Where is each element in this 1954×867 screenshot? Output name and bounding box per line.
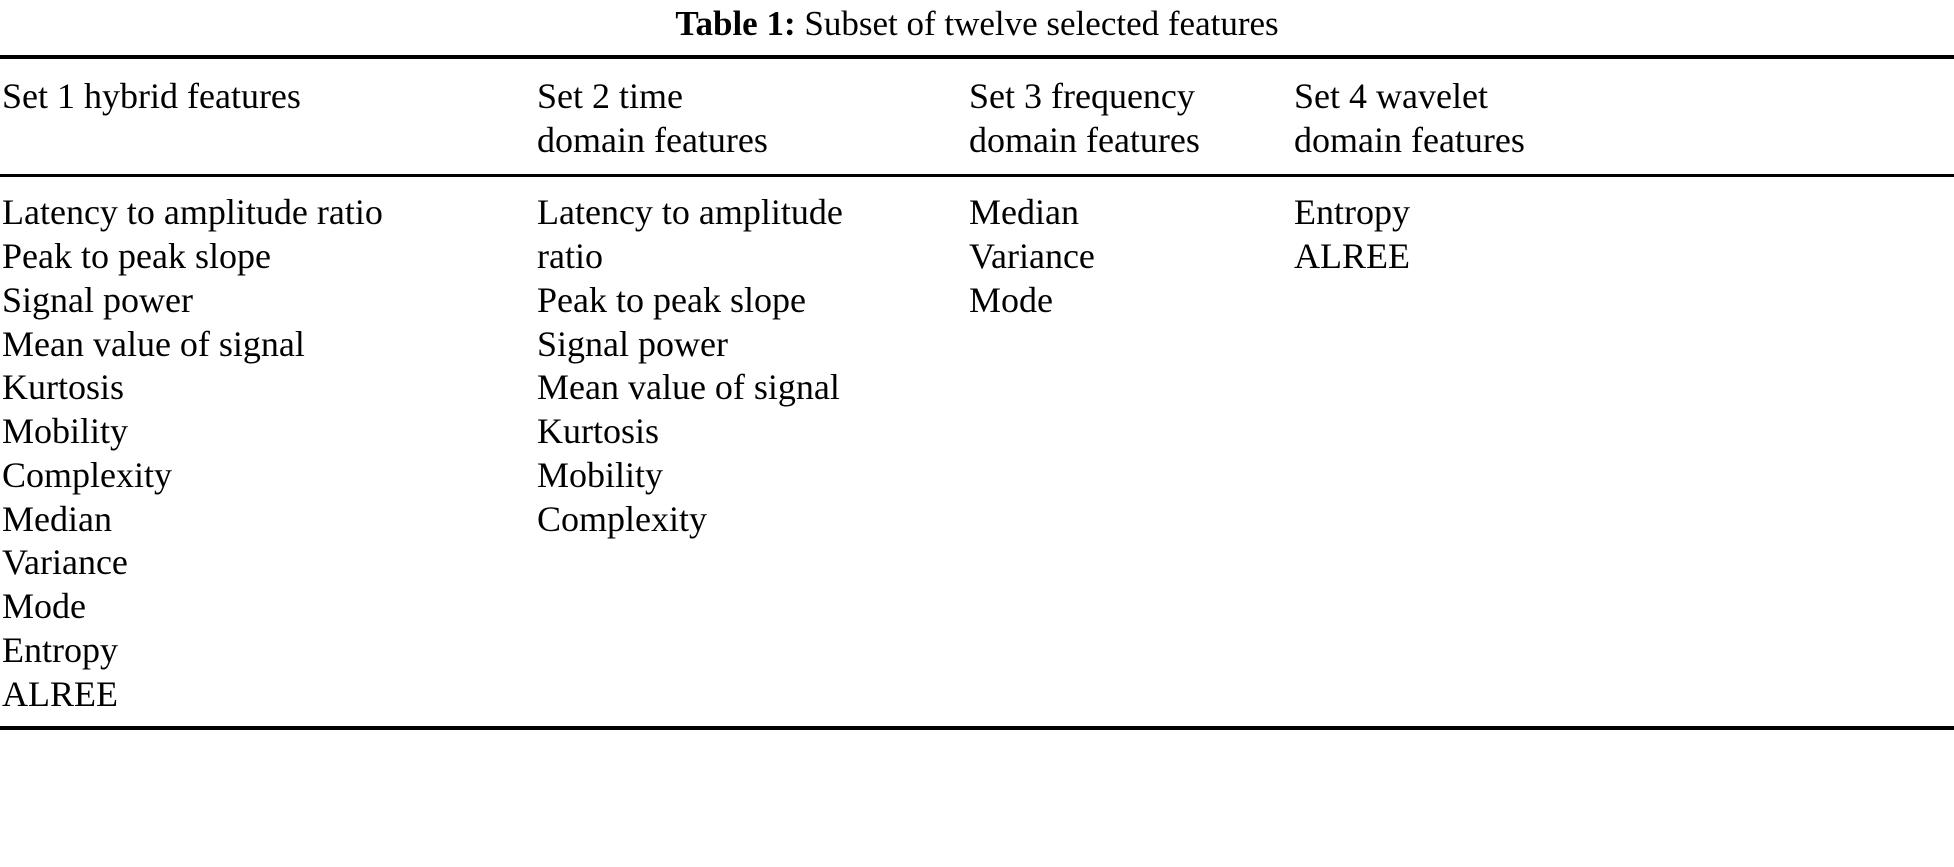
list-item: ALREE: [2, 673, 118, 714]
caption-label: Table 1:: [675, 4, 796, 43]
column-header-set-4: Set 4 wavelet domain features: [1294, 59, 1954, 174]
column-header-set-1: Set 1 hybrid features: [0, 59, 537, 174]
list-item: Complexity: [537, 498, 707, 539]
column-header-line: domain features: [1294, 119, 1525, 160]
list-item: Variance: [2, 542, 128, 583]
column-header-line: Set 2 time: [537, 76, 683, 116]
column-body-set-3: Median Variance Mode: [969, 177, 1294, 726]
column-header-line: domain features: [969, 119, 1200, 160]
column-header-line: Set 1 hybrid features: [2, 76, 301, 116]
column-body-set-2: Latency to amplitude ratio Peak to peak …: [537, 177, 969, 726]
list-item: ALREE: [1294, 236, 1410, 277]
table-header-row: Set 1 hybrid features Set 2 time domain …: [0, 59, 1954, 174]
table-body-row: Latency to amplitude ratio Peak to peak …: [0, 177, 1954, 726]
list-item: Signal power: [2, 279, 193, 320]
list-item: Kurtosis: [2, 367, 125, 408]
table-header-rule: [0, 174, 1954, 178]
column-header-line: domain features: [537, 119, 768, 160]
column-header-set-2: Set 2 time domain features: [537, 59, 969, 174]
list-item: Mobility: [537, 454, 664, 495]
list-item: Mode: [2, 586, 86, 627]
list-item: Kurtosis: [537, 411, 660, 452]
list-item: Mean value of signal: [537, 367, 840, 408]
column-body-set-1: Latency to amplitude ratio Peak to peak …: [0, 177, 537, 726]
list-item: Peak to peak slope: [2, 236, 271, 277]
list-item: Median: [2, 498, 112, 539]
list-item: Variance: [969, 236, 1095, 277]
column-header-line: Set 4 wavelet: [1294, 76, 1488, 116]
list-item: Entropy: [1294, 192, 1410, 233]
table-bottom-rule: [0, 726, 1954, 731]
column-body-set-4: Entropy ALREE: [1294, 177, 1954, 726]
table-caption: Table 1: Subset of twelve selected featu…: [0, 0, 1954, 55]
list-item: Mobility: [2, 411, 129, 452]
list-item: Latency to amplitude ratio: [537, 192, 843, 277]
table-top-rule: [0, 55, 1954, 59]
column-header-line: Set 3 frequency: [969, 76, 1195, 116]
list-item: Signal power: [537, 323, 728, 364]
list-item: Median: [969, 192, 1079, 233]
list-item: Mode: [969, 279, 1053, 320]
list-item: Latency to amplitude ratio: [2, 192, 383, 233]
list-item: Mean value of signal: [2, 323, 305, 364]
list-item: Peak to peak slope: [537, 279, 806, 320]
list-item: Complexity: [2, 454, 172, 495]
caption-text: Subset of twelve selected features: [804, 4, 1279, 43]
list-item: Entropy: [2, 629, 118, 670]
column-header-set-3: Set 3 frequency domain features: [969, 59, 1294, 174]
